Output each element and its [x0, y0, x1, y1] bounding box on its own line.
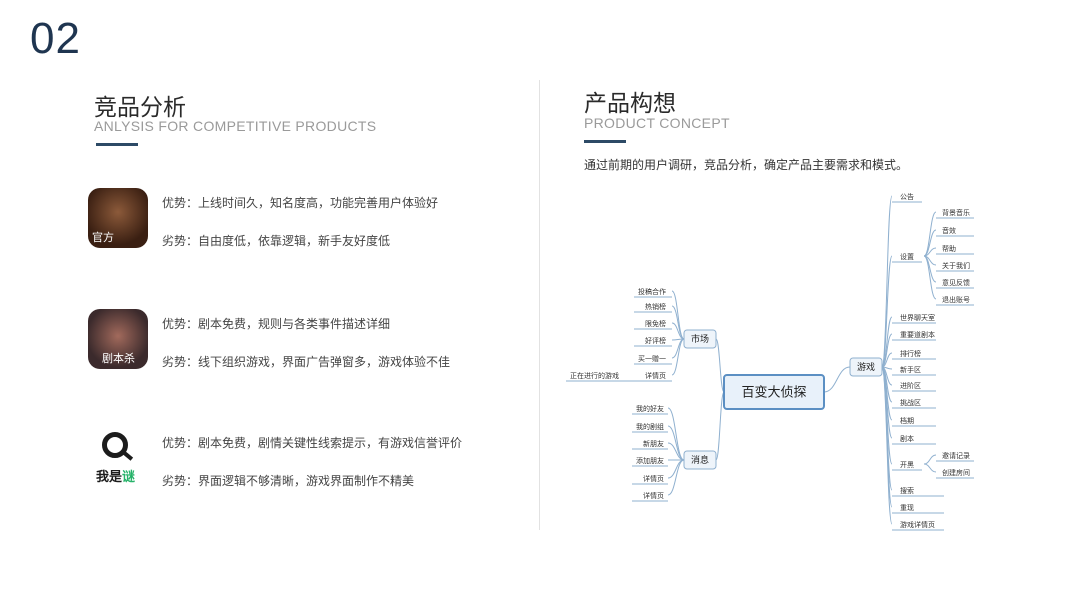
mindmap-root-box	[723, 374, 825, 410]
game-item: 游戏详情页	[900, 520, 935, 529]
mindmap-branch-game-box	[849, 357, 883, 377]
mindmap-branch-messages: 消息	[683, 450, 717, 470]
mindmap-connector	[823, 366, 851, 393]
game-item: 重现	[900, 504, 914, 512]
competitor-pros: 优势：剧本免费，剧情关键性线索提示，有游戏信誉评价	[162, 436, 463, 450]
logo-wordmark: 我是谜	[96, 470, 136, 485]
product-concept-title: 产品构想	[584, 91, 676, 117]
settings-item: 关于我们	[942, 261, 970, 270]
market-item: 限免榜	[645, 319, 666, 328]
start-item: 创建房间	[942, 468, 970, 477]
mindmap-branch-market-label: 市场	[691, 333, 709, 345]
mindmap-connector	[881, 366, 893, 525]
settings-item: 退出账号	[942, 295, 970, 304]
game-item: 搜索	[900, 486, 914, 495]
mindmap-connector	[923, 463, 937, 473]
mindmap-connector	[881, 333, 893, 368]
game-item: 档期	[900, 416, 914, 425]
mindmap-connector	[923, 255, 937, 300]
settings-item: 帮助	[942, 244, 956, 253]
mindmap-connector	[881, 255, 893, 368]
column-divider	[539, 80, 540, 530]
competitor-pros: 优势：剧本免费，规则与各类事件描述详细	[162, 317, 391, 331]
competitor-woshimi: 我是谜 优势：剧本免费，剧情关键性线索提示，有游戏信誉评价 劣势：界面逻辑不够清…	[88, 428, 508, 492]
settings-item: 音效	[942, 226, 956, 235]
werewolf-app-logo: 官方	[88, 188, 148, 248]
competitor-cons: 劣势：界面逻辑不够清晰，游戏界面制作不精美	[162, 474, 415, 488]
settings-item: 意见反馈	[942, 278, 970, 287]
market-item-ongoing-game: 正在进行的游戏	[570, 371, 619, 380]
mindmap-branch-messages-label: 消息	[691, 454, 709, 466]
game-item-start: 开黑	[900, 461, 914, 469]
message-item: 新朋友	[643, 439, 664, 448]
product-concept-subtitle: PRODUCT CONCEPT	[584, 115, 730, 131]
market-item: 投稿合作	[638, 287, 666, 296]
mindmap-connector	[923, 454, 937, 465]
mindmap-branch-market: 市场	[683, 329, 717, 349]
game-item: 重要道剧本	[900, 330, 935, 339]
competitor-cons: 劣势：线下组织游戏，界面广告弹窗多，游戏体验不佳	[162, 355, 451, 369]
market-item: 热销榜	[645, 302, 666, 311]
detective-app-logo: 剧本杀	[88, 309, 148, 369]
game-item: 剧本	[900, 434, 914, 443]
mindmap-connector	[715, 338, 725, 393]
mindmap-branch-game: 游戏	[849, 357, 883, 377]
market-item: 买一赠一	[638, 354, 666, 363]
game-item-announcement: 公告	[900, 192, 914, 201]
mindmap-connector	[923, 211, 937, 257]
market-item: 好评榜	[645, 336, 666, 345]
logo-label: 剧本杀	[102, 352, 135, 365]
title-underline	[584, 140, 626, 143]
settings-item: 背景音乐	[942, 208, 970, 217]
mindmap-connector	[667, 459, 685, 496]
mindmap-connector	[715, 391, 725, 461]
magnifier-icon	[102, 432, 128, 458]
message-item: 我的剧组	[636, 422, 664, 431]
product-concept-description: 通过前期的用户调研，竞品分析，确定产品主要需求和模式。	[584, 158, 909, 172]
message-item: 详情页	[643, 491, 664, 500]
game-item-settings: 设置	[900, 252, 914, 261]
logo-label: 官方	[92, 231, 114, 244]
mindmap-branch-market-box	[683, 329, 717, 349]
mindmap-connector	[671, 338, 685, 376]
mindmap-branch-messages-box	[683, 450, 717, 470]
competitive-analysis-subtitle: ANLYSIS FOR COMPETITIVE PRODUCTS	[94, 118, 377, 134]
page-number: 02	[30, 14, 81, 63]
game-item: 进阶区	[900, 381, 921, 390]
game-item: 新手区	[900, 365, 921, 374]
message-item: 我的好友	[636, 404, 664, 413]
competitive-analysis-title: 竞品分析	[94, 95, 186, 121]
mindmap-root: 百变大侦探	[723, 374, 825, 410]
mindmap-connector	[671, 305, 685, 340]
competitor-werewolf: 官方 优势：上线时间久，知名度高，功能完善用户体验好 劣势：自由度低，依靠逻辑，…	[88, 188, 508, 252]
game-item: 排行榜	[900, 349, 921, 358]
competitor-pros: 优势：上线时间久，知名度高，功能完善用户体验好	[162, 196, 439, 210]
market-item: 详情页	[645, 371, 666, 380]
mindmap-root-label: 百变大侦探	[741, 384, 806, 400]
mindmap-connector	[667, 425, 685, 461]
mindmap-branch-game-label: 游戏	[857, 361, 875, 373]
game-item: 世界聊天室	[900, 313, 935, 322]
message-item: 详情页	[643, 474, 664, 483]
competitor-script-murder: 剧本杀 优势：剧本免费，规则与各类事件描述详细 劣势：线下组织游戏，界面广告弹窗…	[88, 309, 508, 373]
woshimi-app-logo: 我是谜	[88, 428, 148, 488]
message-item: 添加朋友	[636, 456, 664, 465]
start-item: 邀请记录	[942, 451, 970, 460]
competitor-cons: 劣势：自由度低，依靠逻辑，新手友好度低	[162, 234, 391, 248]
title-underline	[96, 143, 138, 146]
mindmap-connector	[923, 229, 937, 257]
game-item: 挑战区	[900, 398, 921, 407]
